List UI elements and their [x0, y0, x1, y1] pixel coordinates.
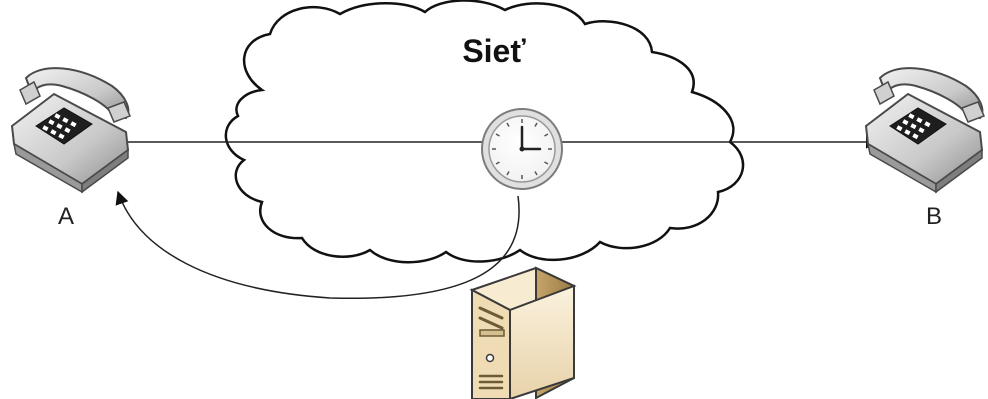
telephone-a — [10, 67, 131, 194]
node-label-b: B — [926, 203, 942, 230]
network-cloud — [224, 0, 745, 264]
telephone-icon — [10, 67, 131, 194]
server-icon — [469, 266, 577, 399]
telephone-b — [864, 67, 985, 194]
return-arrow — [115, 190, 520, 300]
telephone-icon — [864, 67, 985, 194]
node-label-a: A — [58, 203, 74, 230]
network-label: Sieť — [462, 33, 526, 69]
clock-icon — [481, 108, 563, 190]
